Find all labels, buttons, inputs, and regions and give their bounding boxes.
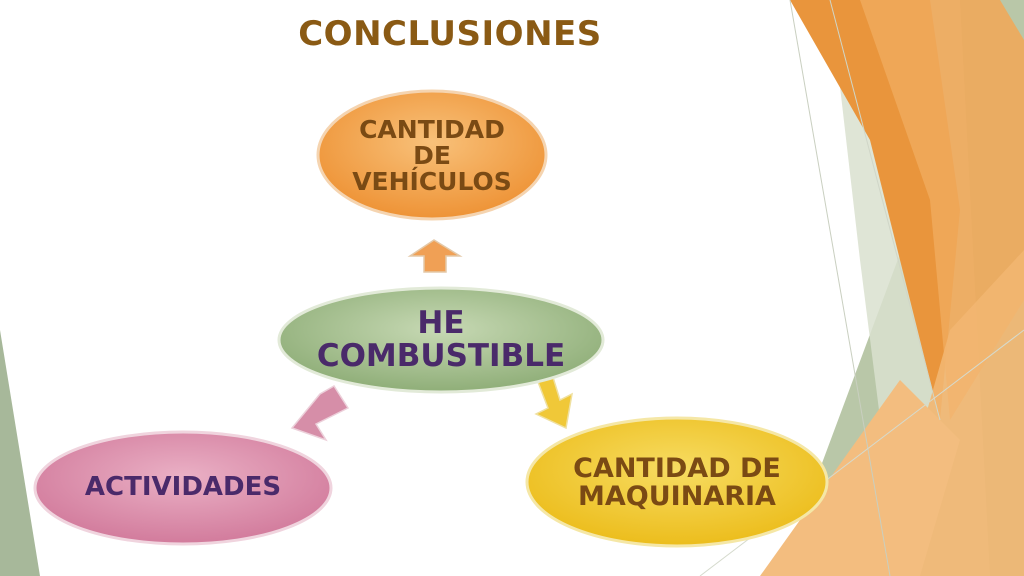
- node-top-label: CANTIDAD DE VEHÍCULOS: [352, 114, 512, 197]
- node-center-label: HE COMBUSTIBLE: [316, 305, 566, 374]
- node-left-ellipse: [33, 430, 333, 546]
- node-right-label: CANTIDAD DE MAQUINARIA: [573, 452, 781, 512]
- node-left-label: ACTIVIDADES: [84, 472, 282, 503]
- slide-title: CONCLUSIONES: [298, 14, 602, 54]
- node-right: CANTIDAD DE MAQUINARIA: [547, 440, 807, 526]
- node-top-ellipse: [316, 89, 548, 221]
- arrow-down-left-icon: [290, 384, 350, 442]
- node-top: CANTIDAD DE VEHÍCULOS: [332, 104, 532, 208]
- left-accent-shape: [0, 330, 40, 576]
- node-right-ellipse: [525, 416, 829, 548]
- node-center: HE COMBUSTIBLE: [300, 300, 582, 380]
- node-center-ellipse: [277, 286, 605, 394]
- arrow-up-icon: [407, 239, 463, 273]
- node-left: ACTIVIDADES: [55, 460, 311, 516]
- right-orange-bottom: [760, 380, 960, 576]
- deco-line-1: [789, 0, 891, 576]
- deco-line-2: [829, 0, 941, 421]
